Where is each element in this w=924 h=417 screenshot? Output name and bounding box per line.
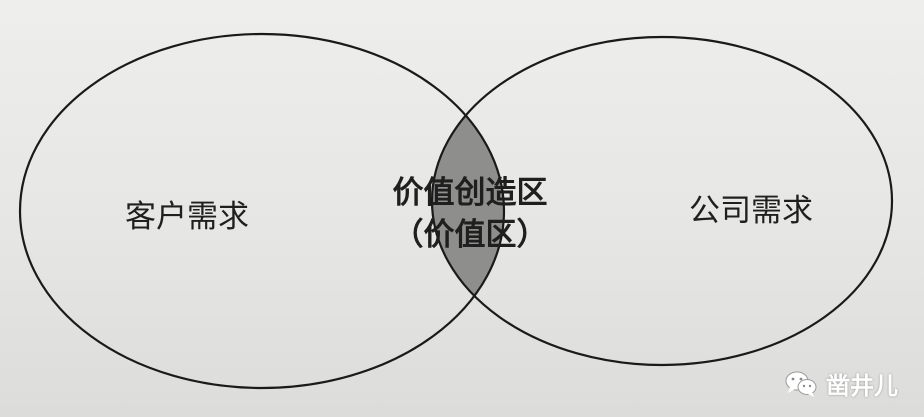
company-needs-label: 公司需求 [689,193,813,229]
watermark: 凿井儿 [784,366,898,401]
value-creation-zone-label: 价值创造区 （价值区） [372,172,568,256]
value-zone-subtitle: （价值区） [392,217,548,253]
watermark-text: 凿井儿 [826,372,898,400]
company-needs-ellipse [430,35,894,367]
customer-needs-ellipse [18,32,506,390]
value-creation-zone-title: 价值创造区 [392,175,548,211]
customer-needs-label: 客户需求 [125,199,249,235]
wechat-icon [785,371,817,397]
